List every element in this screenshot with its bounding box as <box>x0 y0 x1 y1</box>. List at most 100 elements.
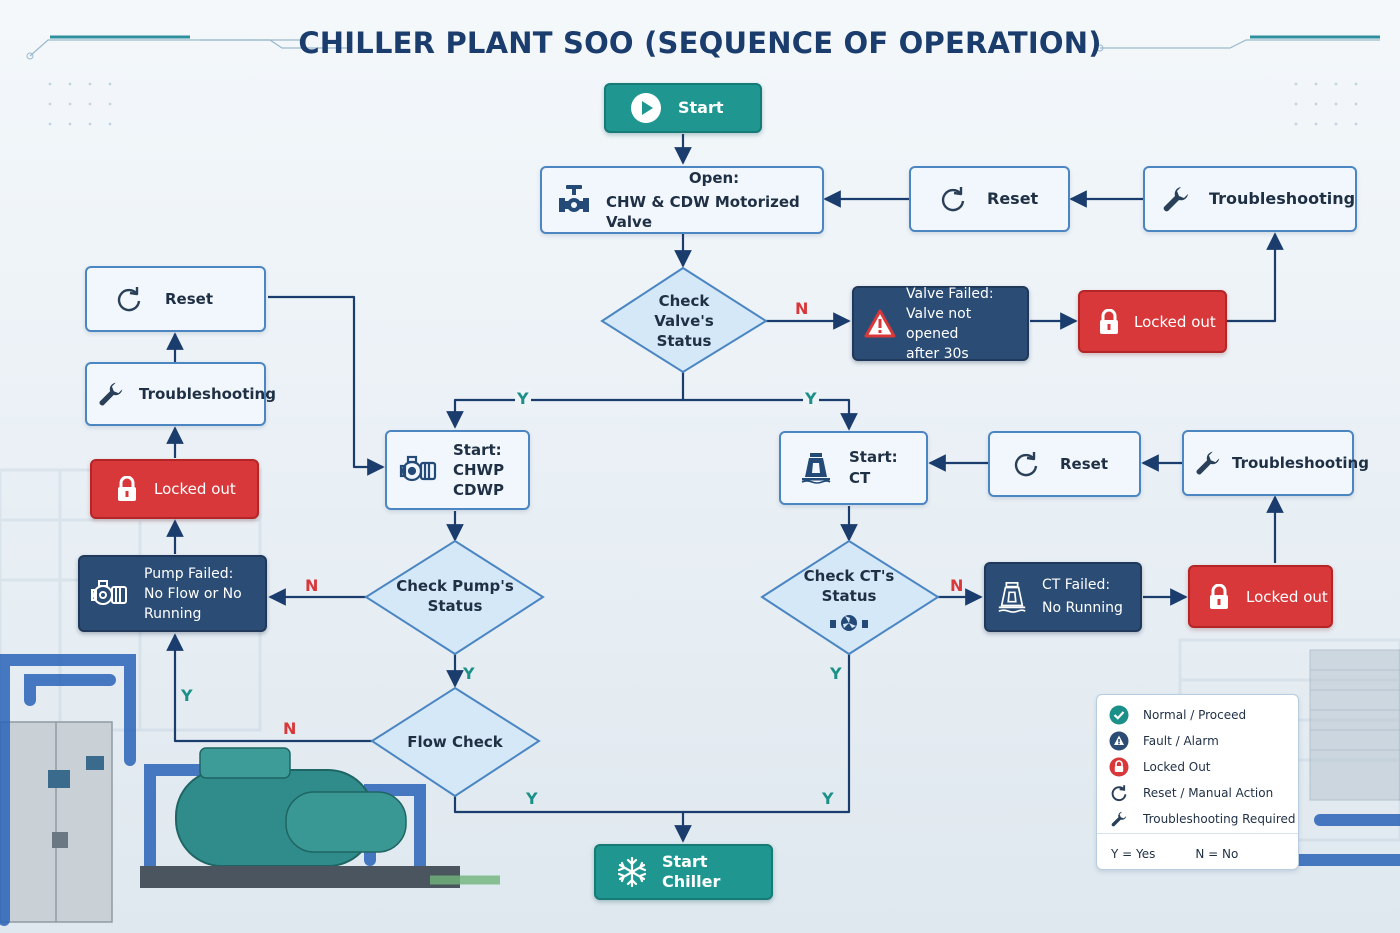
start-label: Start <box>678 98 724 117</box>
locked-top-node[interactable]: Locked out <box>1078 290 1227 353</box>
branch-label-ct-to-chiller-yes: Y <box>822 789 834 808</box>
check-pump-label[interactable]: Check Pump's Status <box>385 574 525 618</box>
valve-failed-line3: after 30s <box>906 345 969 362</box>
wrench-icon <box>97 380 125 408</box>
warning-icon <box>1109 731 1129 751</box>
open-valve-node[interactable]: Open: CHW & CDW Motorized Valve <box>540 166 824 234</box>
legend-keys: Y = Yes N = No <box>1111 847 1238 861</box>
branch-label-valve-no: N <box>795 299 809 318</box>
legend-divider <box>1097 833 1298 834</box>
cooling-tower-icon <box>799 451 833 485</box>
branch-label-pump-no: N <box>305 576 319 595</box>
locked-left-label: Locked out <box>154 480 236 498</box>
wrench-icon <box>1161 184 1191 214</box>
reset-right-node[interactable]: Reset <box>988 431 1141 497</box>
start-pumps-line1: Start: <box>453 441 502 459</box>
start-node[interactable]: Start <box>604 83 762 133</box>
ct-failed-node[interactable]: CT Failed: No Running <box>984 562 1142 632</box>
play-icon <box>630 92 662 124</box>
start-pumps-node[interactable]: Start: CHWP CDWP <box>385 430 530 510</box>
ct-failed-line1: CT Failed: <box>1042 577 1111 593</box>
lock-icon <box>116 476 138 502</box>
fan-icon <box>828 610 870 637</box>
reset-right-label: Reset <box>1060 455 1108 473</box>
flow-check-label[interactable]: Flow Check <box>395 730 515 754</box>
start-chiller-node[interactable]: Start Chiller <box>594 844 773 900</box>
open-valve-line2: CHW & CDW Motorized Valve <box>606 193 800 231</box>
start-ct-line2: CT <box>849 469 871 487</box>
locked-left-node[interactable]: Locked out <box>90 459 259 519</box>
legend-label: Reset / Manual Action <box>1143 786 1274 800</box>
cooling-tower-icon <box>996 580 1028 614</box>
branch-label-flow-no: N <box>283 719 297 738</box>
reset-icon <box>115 285 143 313</box>
lock-icon <box>1208 583 1230 610</box>
check-valve-label[interactable]: Check Valve's Status <box>624 286 744 356</box>
check-ct-line1: Check CT's <box>803 567 895 585</box>
branch-label-flow-yes: Y <box>526 789 538 808</box>
open-valve-line1: Open: <box>688 169 740 187</box>
legend-item: Locked Out <box>1109 757 1211 777</box>
branch-label-ct-yes: Y <box>830 664 842 683</box>
locked-right-node[interactable]: Locked out <box>1188 565 1333 628</box>
edge-check-ct-yes <box>683 654 851 814</box>
troubleshoot-left-node[interactable]: Troubleshooting <box>85 362 276 426</box>
reset-top-label: Reset <box>987 189 1039 208</box>
lock-icon <box>1098 308 1120 335</box>
snowflake-icon <box>616 856 648 888</box>
valve-icon <box>556 182 592 218</box>
valve-failed-node[interactable]: Valve Failed: Valve not opened after 30s <box>852 286 1029 362</box>
edge-check-valve-yes-left <box>446 372 685 429</box>
legend-item: Fault / Alarm <box>1109 731 1219 751</box>
reset-top-node[interactable]: Reset <box>909 166 1070 232</box>
branch-label-flow-loop-yes: Y <box>181 686 193 705</box>
check-valve-line1: Check <box>658 292 710 310</box>
branch-label-valve-yes-right: Y <box>803 389 819 408</box>
diamond-check-valve <box>600 266 768 374</box>
reset-left-node[interactable]: Reset <box>85 266 266 332</box>
pump-failed-line2: No Flow or No <box>144 585 242 602</box>
diamond-flow-check <box>370 686 541 798</box>
start-ct-line1: Start: <box>849 448 898 466</box>
check-valve-line2: Valve's <box>654 312 714 330</box>
edge-locked-top-to-troubleshoot <box>1227 232 1284 323</box>
troubleshoot-right-node[interactable]: Troubleshooting <box>1182 430 1369 496</box>
lock-icon <box>1109 757 1129 777</box>
edge-reset-left-to-start-pumps <box>268 295 385 476</box>
start-ct-node[interactable]: Start: CT <box>779 431 928 505</box>
diamond-check-ct <box>760 539 940 656</box>
pump-failed-line3: Running <box>144 605 202 622</box>
reset-icon <box>939 185 967 213</box>
start-pumps-line3: CDWP <box>453 481 504 499</box>
check-valve-line3: Status <box>656 332 712 350</box>
edge-check-valve-yes-right <box>683 398 858 431</box>
branch-label-ct-no: N <box>950 576 964 595</box>
locked-top-label: Locked out <box>1134 312 1216 331</box>
start-chiller-label: Start Chiller <box>662 852 721 891</box>
branch-label-pump-yes: Y <box>463 664 475 683</box>
legend-item: Troubleshooting Required <box>1109 809 1296 829</box>
legend-label: Locked Out <box>1143 760 1211 774</box>
legend-label: Fault / Alarm <box>1143 734 1219 748</box>
legend-label: Normal / Proceed <box>1143 708 1247 722</box>
page-title: CHILLER PLANT SOO (SEQUENCE OF OPERATION… <box>298 26 1102 60</box>
legend-panel: Normal / Proceed Fault / Alarm Locked Ou… <box>1096 694 1299 870</box>
check-ct-label[interactable]: Check CT's Status <box>789 566 909 636</box>
reset-icon <box>1109 783 1129 803</box>
check-pump-line2: Status <box>427 597 483 615</box>
pump-failed-line1: Pump Failed: <box>144 565 234 582</box>
locked-right-label: Locked out <box>1246 587 1328 606</box>
troubleshoot-top-label: Troubleshooting <box>1209 189 1356 208</box>
pump-icon <box>90 578 130 610</box>
flow-check-text: Flow Check <box>407 733 503 751</box>
pump-icon <box>399 454 439 486</box>
ct-failed-line2: No Running <box>1042 600 1123 616</box>
troubleshoot-top-node[interactable]: Troubleshooting <box>1143 166 1357 232</box>
check-pump-line1: Check Pump's <box>396 577 514 595</box>
start-pumps-line2: CHWP <box>453 461 505 479</box>
pump-failed-node[interactable]: Pump Failed: No Flow or No Running <box>78 555 267 632</box>
diamond-check-pump <box>364 539 545 656</box>
edge-flow-check-no <box>166 633 372 743</box>
